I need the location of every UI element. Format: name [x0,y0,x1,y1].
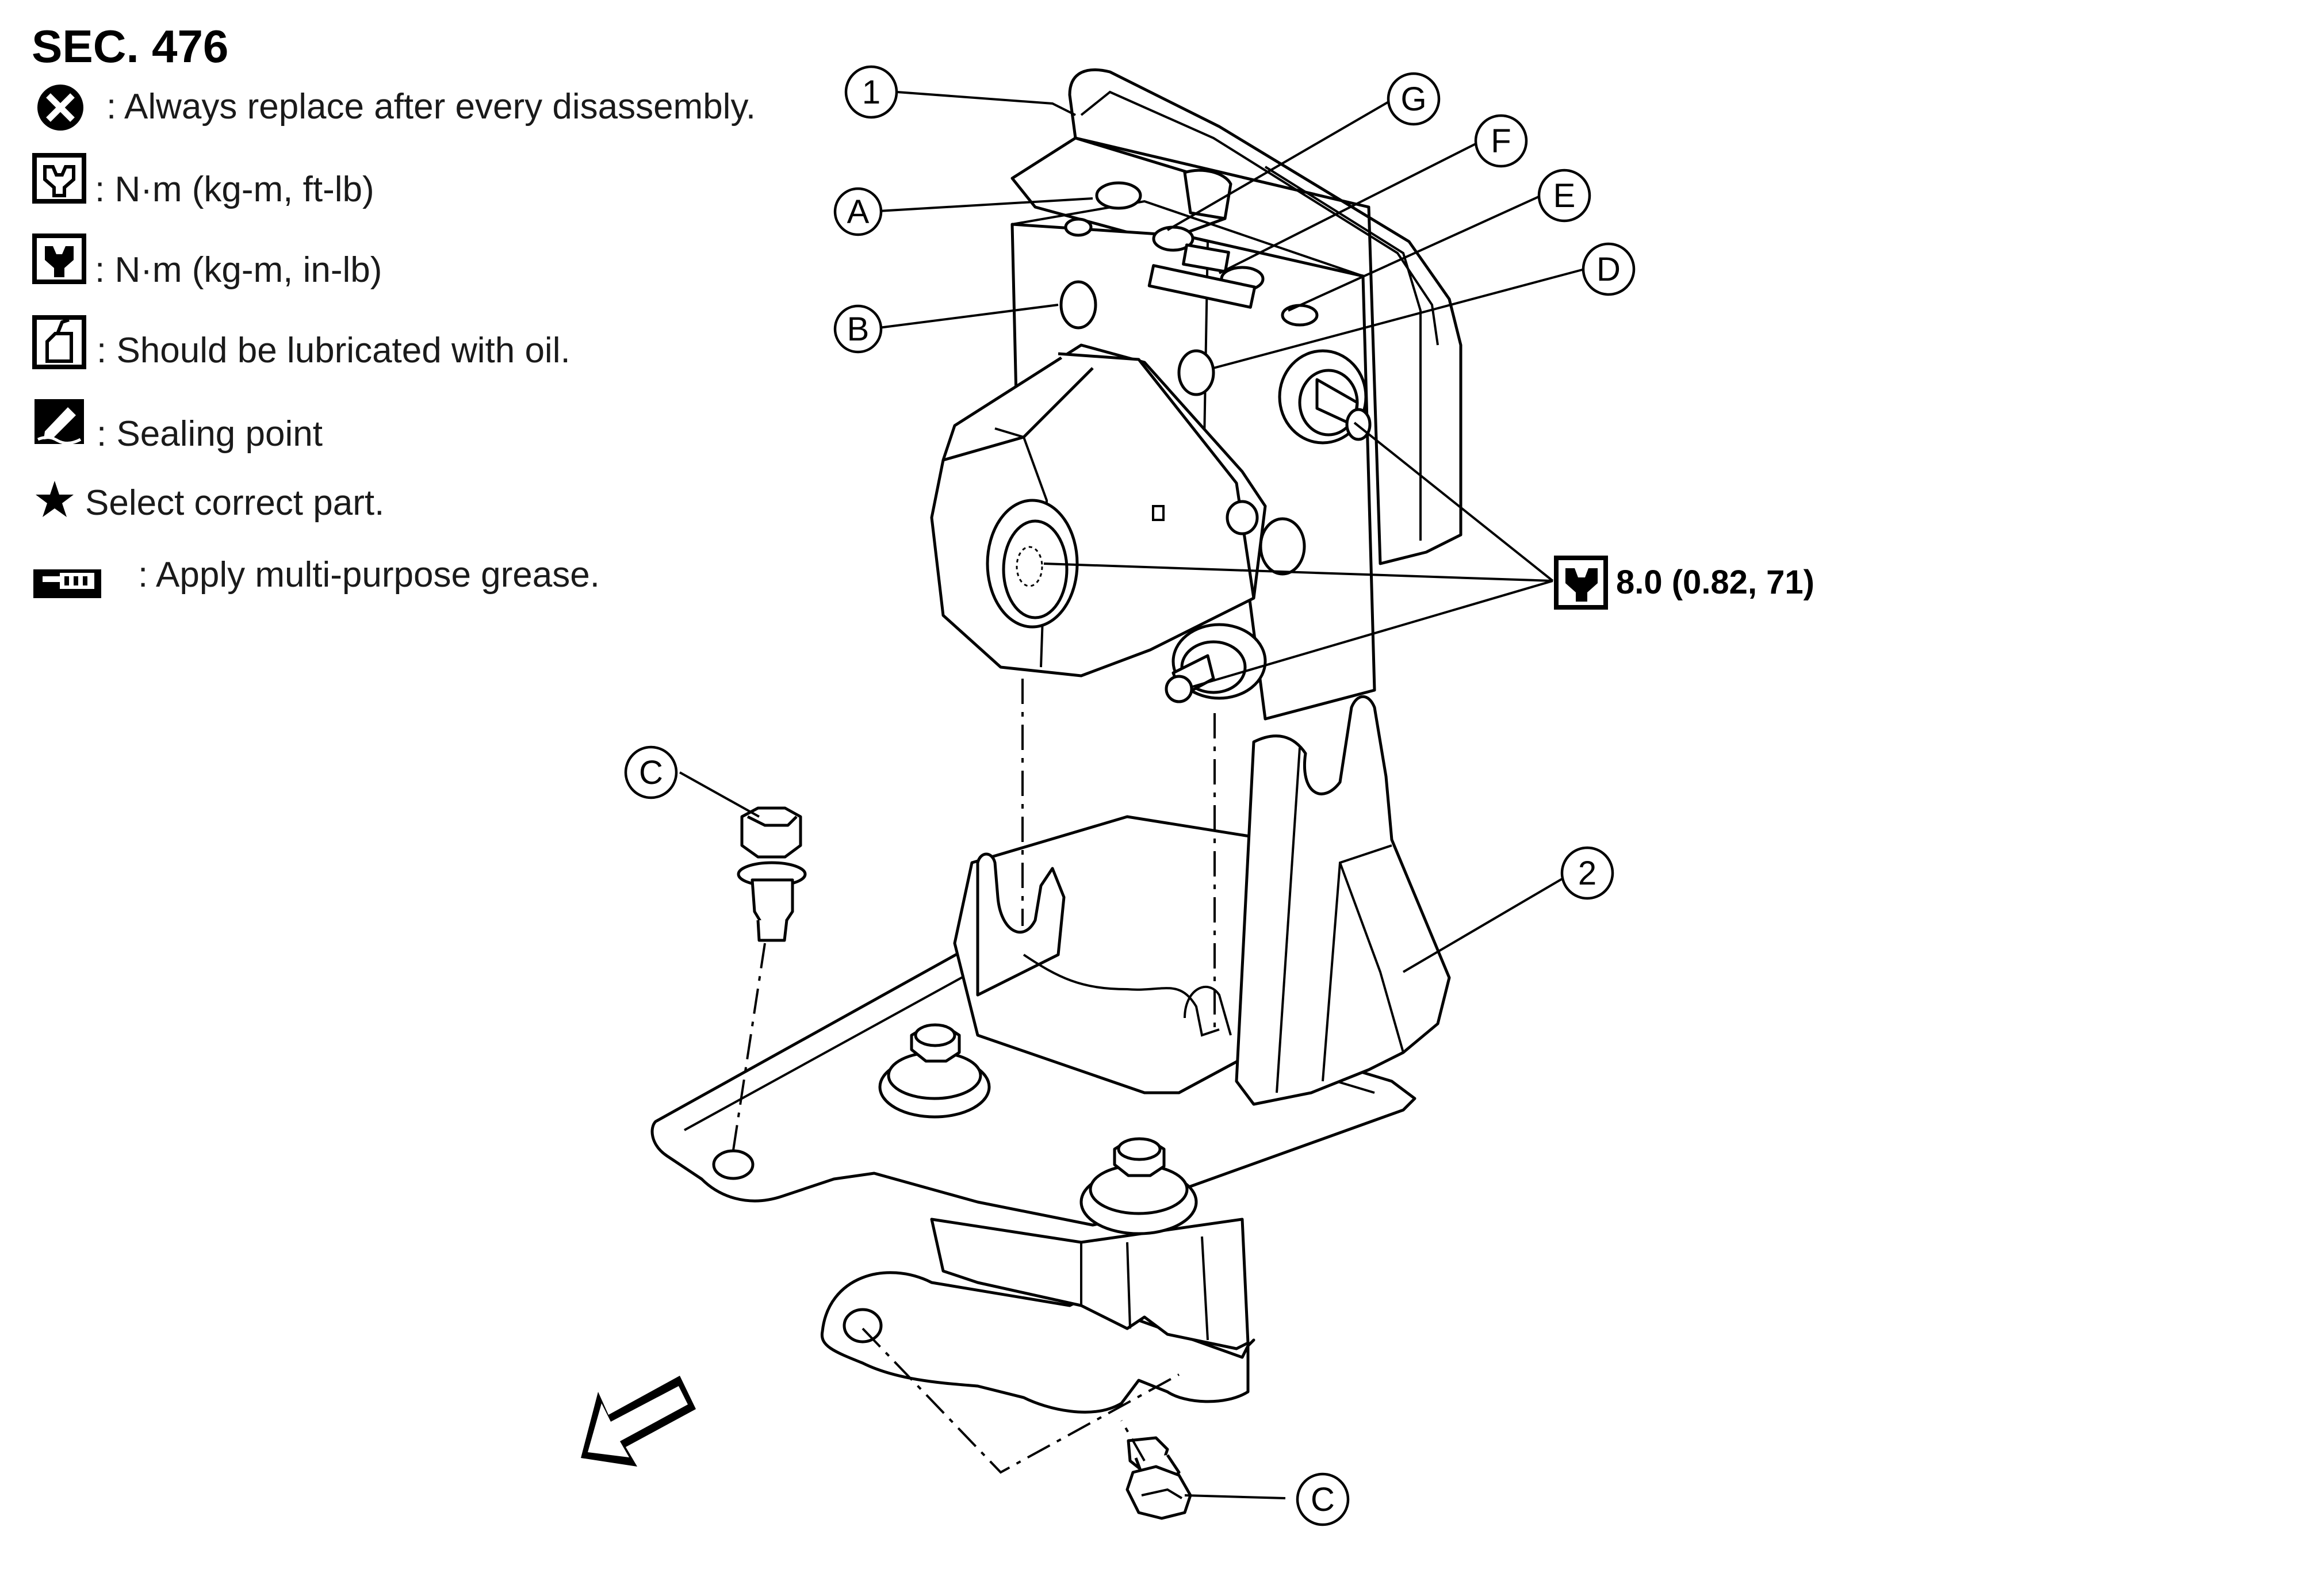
legend-text-oil: : Should be lubricated with oil. [97,331,571,370]
legend-item-grease: : Apply multi-purpose grease. [33,555,600,598]
torque-wrench-filled-icon [1554,556,1608,610]
legend-item-oil: : Should be lubricated with oil. [32,315,571,370]
section-label: SEC. 476 [32,21,228,72]
callout-c-lower: C [1296,1472,1350,1526]
callout-b: B [833,304,883,354]
port-d [1177,349,1215,396]
legend-text-replace: : Always replace after every disassembly… [106,87,756,127]
port-b [1059,280,1097,330]
callout-g-label: G [1400,81,1426,118]
torque-wrench-icon [32,153,86,204]
sealant-icon [35,399,84,445]
bracket-bolt-left [878,1023,991,1119]
callout-1-label: 1 [862,74,880,111]
torque-spec: 8.0 (0.82, 71) [1554,556,1814,610]
callout-f-label: F [1491,123,1511,160]
legend-text-sealing: : Sealing point [97,414,323,454]
torque-wrench-filled-icon [32,234,86,284]
callout-a: A [833,187,883,236]
legend-text-torque-ftlb: : N·m (kg-m, ft-lb) [95,170,374,209]
legend-text-grease: : Apply multi-purpose grease. [138,555,600,595]
front-direction-arrow [581,1376,696,1467]
callout-a-label: A [847,193,870,231]
callout-2-label: 2 [1578,855,1596,892]
legend-item-replace: : Always replace after every disassembly… [37,85,756,131]
abs-bracket [650,695,1451,1414]
legend-item-star: Select correct part. [36,481,384,523]
callout-2: 2 [1560,846,1614,900]
star-icon [36,481,74,517]
callout-c-upper: C [624,745,678,799]
callout-e-label: E [1553,177,1576,215]
bracket-bolt-right [1079,1137,1198,1235]
callout-c-lower-label: C [1311,1481,1335,1518]
callout-d-label: D [1596,251,1621,288]
legend-text-torque-inlb: : N·m (kg-m, in-lb) [95,250,382,290]
legend-item-torque-ftlb: : N·m (kg-m, ft-lb) [32,153,374,209]
mounting-bolt-upper [737,806,807,942]
brake-line-fitting-upper [1278,349,1372,445]
callout-c-upper-label: C [639,754,663,791]
pump-motor [930,343,1267,678]
brake-line-fitting-lower [1165,623,1267,703]
legend-item-torque-inlb: : N·m (kg-m, in-lb) [32,234,382,290]
callout-b-label: B [847,311,870,348]
callout-e: E [1537,169,1591,223]
x-circle-icon [37,85,83,131]
legend-text-star: Select correct part. [85,483,384,523]
abs-actuator-unit [930,68,1462,721]
callout-1: 1 [844,65,898,119]
torque-spec-value: 8.0 (0.82, 71) [1616,564,1814,601]
port-a [1095,181,1142,210]
callout-f: F [1474,114,1528,168]
callout-g: G [1387,72,1441,126]
callout-d: D [1582,242,1636,296]
legend-item-sealing: : Sealing point [35,399,323,454]
mounting-bolt-lower [1125,1436,1192,1520]
oil-can-icon [32,315,86,369]
grease-gun-icon [33,569,101,598]
